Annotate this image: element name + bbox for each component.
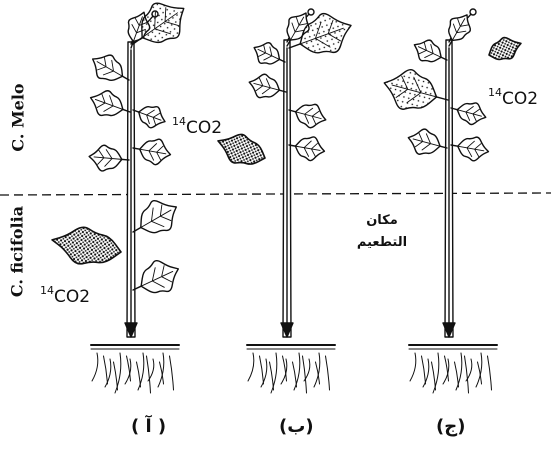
plant-c-leaf-3-blade-group (454, 99, 488, 128)
plant-a-leaf-5-blade-group (138, 136, 173, 167)
plant-c-leaf-4 (405, 126, 450, 161)
plant-c-root-0 (410, 353, 416, 381)
plant-a-leaf-6-blade-group (88, 144, 123, 173)
caption-b: (ب) (279, 416, 314, 437)
graft-position-label: مكان التطعيم (352, 210, 412, 254)
plant-b-leaf-4-blade-group (293, 100, 329, 131)
plant-b-leaf-4 (286, 98, 329, 131)
caption-c: (ج) (436, 416, 465, 437)
scion-label: C. Melo (9, 78, 28, 158)
plant-a-treated-leaf-shape (49, 222, 124, 270)
plant-b-root-13 (326, 356, 330, 390)
plant-b-leaf-3 (246, 71, 289, 104)
plant-a-roots (92, 353, 174, 393)
plant-a-root-7 (137, 362, 141, 387)
plant-b-root-9 (303, 356, 307, 393)
plant-a-leaf-8-blade-group (134, 253, 185, 300)
plant-a-leaf-6-petiole (122, 159, 129, 160)
plant-c-root-13 (488, 356, 492, 390)
co2-label-center: 14CO2 (172, 115, 222, 138)
plant-b-leaf-5 (287, 133, 327, 163)
plant-c-leaf-2 (379, 64, 453, 120)
co2-label-c: 14CO2 (488, 86, 538, 109)
plant-a-leaf-4 (129, 99, 169, 131)
plant-c-treated-leaf (485, 33, 525, 65)
plant-c-root-1 (422, 356, 426, 384)
plant-a-leaf-2-blade-group (86, 48, 129, 88)
plant-a-treated-leaf (49, 222, 124, 270)
plant-c-leaf-5-blade-group (456, 134, 491, 163)
plant-a-leaf-4-blade-group (135, 101, 169, 131)
plant-a-leaf-5 (131, 135, 173, 167)
rootstock-label: C. ficifolia (8, 200, 27, 304)
plant-a-root-9 (147, 356, 151, 393)
plant-b-roots (248, 353, 330, 393)
plant-a-leaf-6 (88, 144, 130, 173)
plant-b-leaf-2-blade-group (249, 38, 284, 70)
plant-c-leaf-4-blade-group (405, 126, 443, 159)
plant-b-leaf-3-blade-group (246, 71, 282, 102)
plant-c-tendril-curl (470, 9, 476, 15)
plant-a-root-1 (104, 356, 108, 384)
plant-c-leaf-3 (448, 97, 488, 128)
plant-c-leaf-1-blade-group (410, 35, 446, 68)
plant-a-leaf-7-blade-group (132, 192, 184, 241)
plant-c-roots (410, 353, 492, 393)
plant-b-root-7 (293, 362, 297, 387)
plant-c-root-3 (432, 362, 436, 390)
plant-c-root-9 (465, 356, 469, 393)
plant-a-root-0 (92, 353, 98, 381)
graft-line (0, 193, 551, 195)
co2-label-a: 14CO2 (40, 284, 90, 307)
plant-a-root-13 (170, 356, 174, 390)
plant-c-leaf-2-blade (379, 64, 442, 117)
plant-b-leaf-5-blade-group (293, 134, 326, 163)
plant-c-treated-leaf-shape (485, 33, 525, 65)
caption-a: ( آ ) (131, 416, 166, 437)
plant-c-leaf-5 (449, 133, 491, 163)
plant-c-leaf-2-blade-group (379, 64, 442, 117)
plant-b-tendril-curl (308, 9, 314, 15)
plant-c-root-7 (455, 362, 459, 387)
plant-b-root-0 (248, 353, 254, 381)
plant-b-root-3 (270, 362, 274, 390)
plant-a-leaf-3-blade-group (86, 86, 127, 122)
plant-c-leaf-0 (439, 9, 476, 51)
plant-b-root-1 (260, 356, 264, 384)
plant-a-root-3 (114, 362, 118, 390)
